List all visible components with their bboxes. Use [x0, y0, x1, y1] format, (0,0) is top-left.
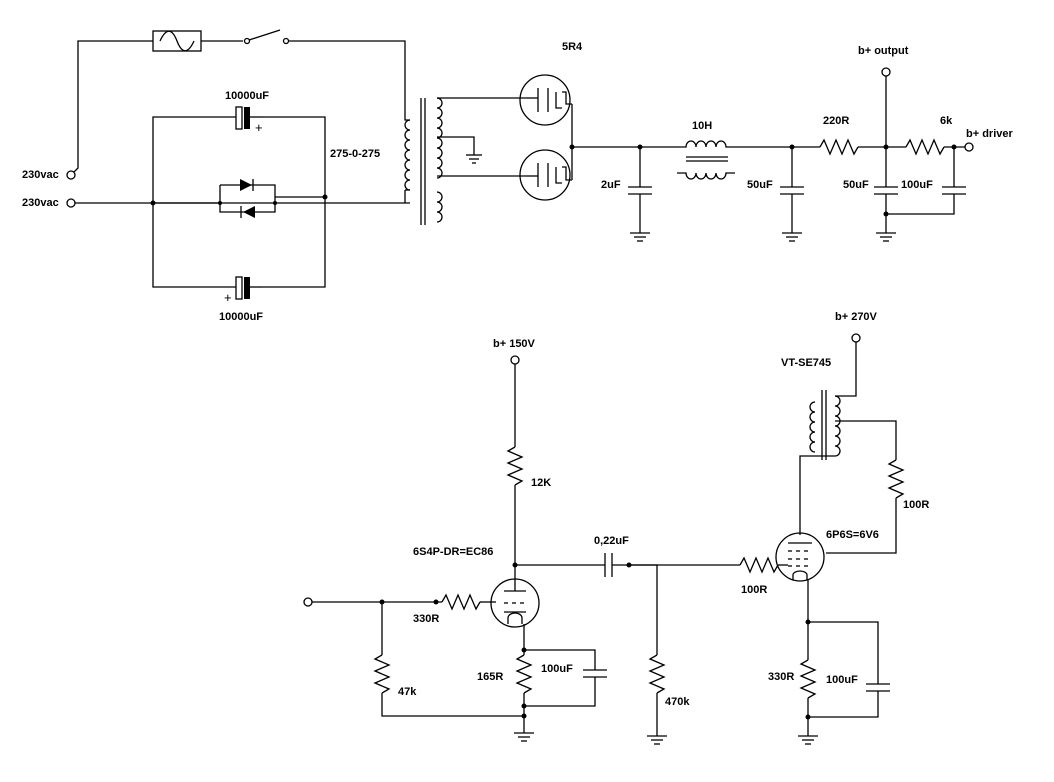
cap-top-label: 10000uF — [225, 90, 269, 102]
terminal-icon — [510, 355, 520, 365]
power-transformer-label: 275-0-275 — [330, 148, 380, 160]
inductor-icon — [677, 140, 735, 180]
capacitor-icon — [524, 649, 607, 707]
cap-50uf-a-label: 50uF — [747, 179, 773, 191]
ac-line-to-transformer — [289, 40, 410, 121]
resistor-icon — [819, 138, 859, 156]
capacitor-icon — [874, 147, 898, 233]
cap-100uf-label: 100uF — [901, 179, 933, 191]
ac-line-top — [73, 40, 153, 173]
terminal-icon — [303, 597, 313, 607]
ac-input-top-label: 230vac — [22, 169, 59, 181]
ground-icon — [630, 232, 650, 242]
ground-icon — [876, 232, 896, 242]
ground-icon — [466, 154, 482, 164]
ground-icon — [514, 732, 534, 742]
cap-2uf-label: 2uF — [601, 179, 621, 191]
vacuum-tube-icon — [519, 149, 572, 201]
resistor-icon — [648, 654, 666, 694]
diode-icon — [219, 179, 276, 218]
resistor-icon — [441, 593, 481, 611]
vacuum-tube-icon — [775, 532, 825, 582]
capacitor-icon — [780, 147, 804, 233]
capacitor-icon: + — [224, 276, 263, 305]
resistor-icon — [739, 556, 779, 574]
resistor-icon — [799, 659, 817, 699]
fuse-icon — [152, 30, 202, 52]
plate-resistor-label: 12K — [531, 477, 551, 489]
ground-icon — [647, 735, 667, 745]
grid-leak-label: 47k — [398, 686, 417, 698]
output-tube-label: 6P6S=6V6 — [826, 529, 879, 541]
choke-label: 10H — [692, 120, 712, 132]
capacitor-icon — [808, 621, 890, 718]
g2-resistor-label: 100R — [903, 499, 929, 511]
ground-icon — [798, 735, 818, 745]
cathode-cap-label: 100uF — [541, 663, 573, 675]
resistor-icon — [887, 459, 905, 499]
resistor-icon — [506, 446, 524, 486]
grid-resistor-label: 330R — [413, 613, 439, 625]
terminal-icon — [851, 333, 861, 343]
terminal-icon — [881, 67, 891, 77]
capacitor-icon: + — [235, 106, 263, 135]
ac-input-bottom-label: 230vac — [22, 197, 59, 209]
capacitor-icon — [886, 147, 966, 215]
resistor-icon — [373, 654, 391, 694]
coupling-cap-label: 0,22uF — [594, 535, 629, 547]
capacitor-icon — [628, 147, 652, 233]
output-grid-leak-label: 470k — [665, 696, 690, 708]
resistor-icon — [905, 138, 945, 156]
bplus-driver-label: b+ driver — [966, 128, 1013, 140]
terminal-icon — [66, 170, 76, 180]
cap-50uf-b-label: 50uF — [843, 179, 869, 191]
rectifier-tube-label: 5R4 — [562, 41, 583, 53]
output-cathode-resistor-label: 330R — [768, 671, 794, 683]
output-cathode-cap-label: 100uF — [826, 674, 858, 686]
driver-tube-label: 6S4P-DR=EC86 — [413, 546, 493, 558]
driver-stage-section: b+ 150V 12K 6S4P-DR=EC86 330R — [303, 338, 740, 745]
output-stage-section: b+ 270V VT-SE745 100R — [739, 311, 929, 745]
output-supply-label: b+ 270V — [835, 311, 878, 323]
svg-text:+: + — [255, 120, 263, 135]
power-supply-section: 230vac 230vac + 10000 — [22, 29, 1013, 323]
svg-text:+: + — [224, 290, 232, 305]
resistor-icon — [515, 654, 533, 694]
transformer-icon — [404, 97, 443, 225]
terminal-icon — [66, 198, 76, 208]
grid-stopper-label: 100R — [741, 584, 767, 596]
ground-icon — [782, 232, 802, 242]
bplus-output-label: b+ output — [858, 45, 909, 57]
terminal-icon — [964, 142, 974, 152]
vacuum-tube-icon — [519, 74, 572, 126]
driver-supply-label: b+ 150V — [493, 338, 536, 350]
transformer-icon — [809, 390, 841, 460]
cap-bottom-label: 10000uF — [219, 311, 263, 323]
res-6k-label: 6k — [940, 115, 953, 127]
cathode-resistor-label: 165R — [477, 671, 503, 683]
res-220r-label: 220R — [823, 115, 849, 127]
switch-icon — [243, 29, 290, 45]
output-transformer-label: VT-SE745 — [781, 357, 831, 369]
capacitor-icon — [604, 553, 613, 577]
vacuum-tube-icon — [490, 578, 540, 628]
